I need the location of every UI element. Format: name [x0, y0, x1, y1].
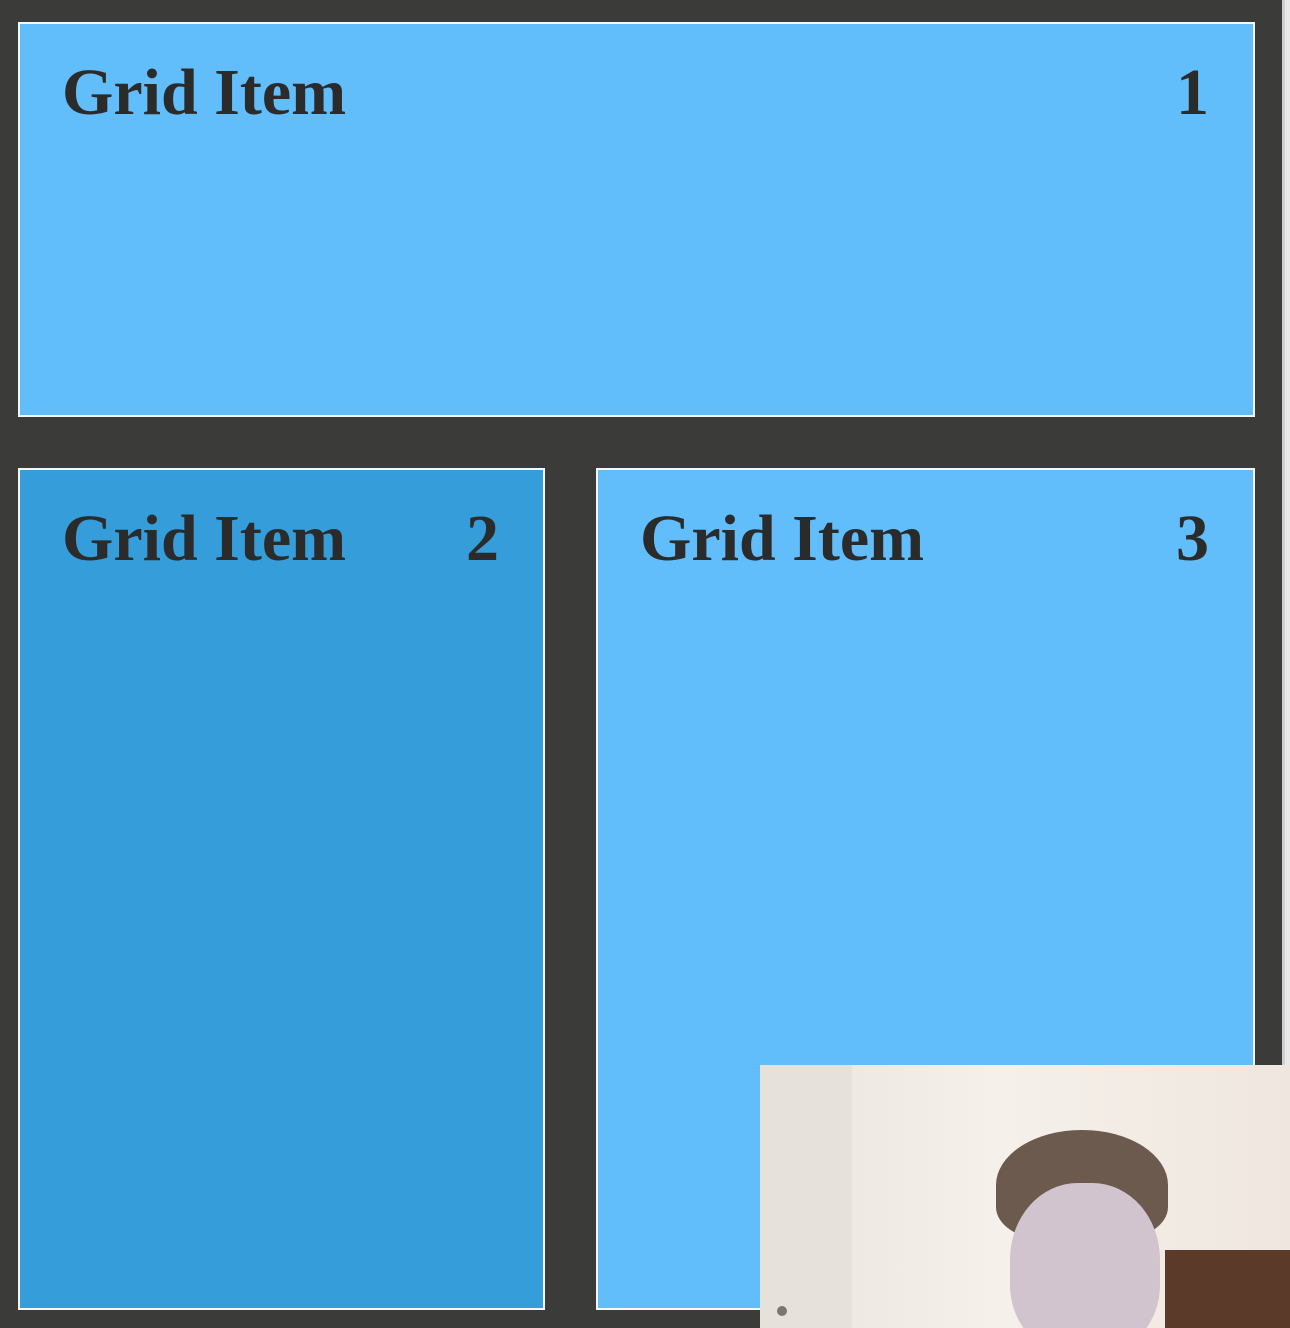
- webcam-person-face: [1010, 1183, 1160, 1328]
- grid-item-label: Grid Item: [62, 56, 347, 129]
- webcam-overlay: [760, 1065, 1290, 1328]
- grid-item-1: Grid Item 1: [18, 22, 1255, 417]
- webcam-shelf: [1165, 1250, 1290, 1328]
- grid-item-label: Grid Item: [62, 502, 347, 575]
- grid-item-2: Grid Item 2: [18, 468, 545, 1310]
- grid-item-number: 3: [1176, 502, 1209, 575]
- grid-item-label: Grid Item: [640, 502, 925, 575]
- webcam-wall-dot: [777, 1306, 787, 1316]
- grid-item-number: 1: [1176, 56, 1209, 129]
- webcam-wall: [760, 1065, 852, 1328]
- grid-item-number: 2: [466, 502, 499, 575]
- page-right-edge-highlight: [1285, 0, 1290, 1328]
